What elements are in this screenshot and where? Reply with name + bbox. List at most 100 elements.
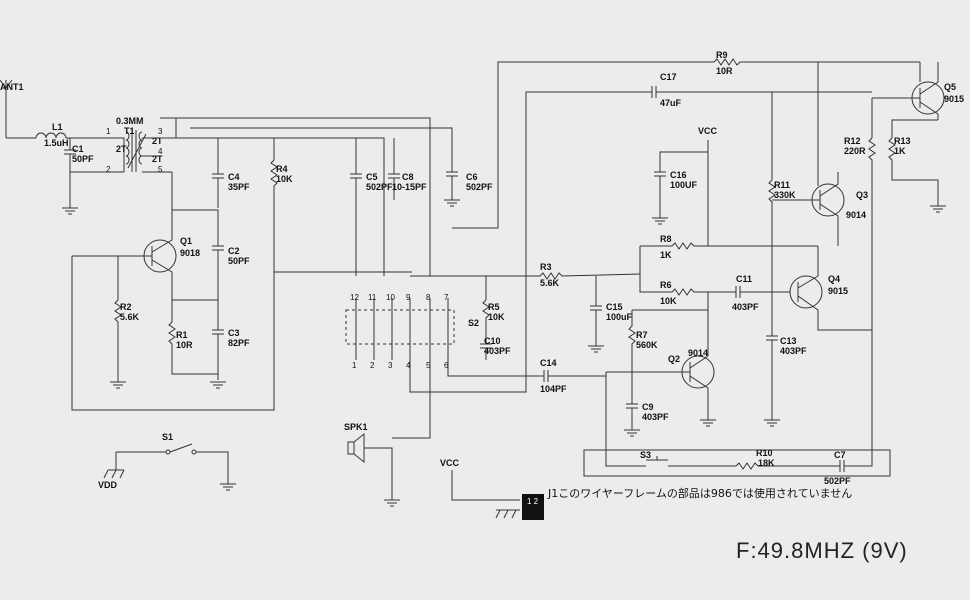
switch-pin-11: 11 <box>368 293 377 302</box>
label-t1-2t-a: 2T <box>116 144 127 154</box>
capacitor-c5 <box>350 173 362 276</box>
transistor-q3 <box>772 172 845 246</box>
label-r13: R13 <box>894 136 911 146</box>
label-q2: Q2 <box>668 354 680 364</box>
switch-s2-block <box>345 298 455 360</box>
label-vdd: VDD <box>98 480 118 490</box>
transistor-q2 <box>606 355 715 420</box>
j1-note: J1このワイヤーフレームの部品は986では使用されていません <box>547 486 852 500</box>
label-c15: C15 <box>606 302 623 312</box>
resistor-r6 <box>639 274 736 296</box>
label-r9-value: 10R <box>716 66 733 76</box>
label-t1-2t-c: 2T <box>152 154 163 164</box>
switch-pin-3: 3 <box>388 361 393 370</box>
capacitor-c17 <box>651 86 872 98</box>
label-c5: C5 <box>366 172 378 182</box>
label-s3: S3 <box>640 450 651 460</box>
label-r5: R5 <box>488 302 500 312</box>
label-c17: C17 <box>660 72 677 82</box>
label-c13-value: 403PF <box>780 346 807 356</box>
inductor-l1 <box>35 132 67 139</box>
label-r6: R6 <box>660 280 672 290</box>
label-r4: R4 <box>276 164 288 174</box>
label-r6-value: 10K <box>660 296 677 306</box>
label-r11: R11 <box>774 180 790 190</box>
label-c15-value: 100uF <box>606 312 633 322</box>
capacitor-c4 <box>212 173 224 208</box>
label-ant: ANT1 <box>0 82 24 92</box>
label-q3-value: 9014 <box>846 210 866 220</box>
label-c16: C16 <box>670 170 687 180</box>
label-q1-value: 9018 <box>180 248 200 258</box>
label-vcc-bottom: VCC <box>440 458 460 468</box>
label-r2-value: 5.6K <box>120 312 140 322</box>
label-q5-value: 9015 <box>944 94 964 104</box>
switch-pin-9: 9 <box>406 293 411 302</box>
label-r4-value: 10K <box>276 174 293 184</box>
label-r9: R9 <box>716 50 728 60</box>
label-c17-value: 47uF <box>660 98 682 108</box>
label-c9: C9 <box>642 402 654 412</box>
label-q2-value: 9014 <box>688 348 708 358</box>
capacitor-c10 <box>480 343 492 360</box>
capacitor-c3 <box>212 329 224 380</box>
antenna-symbol <box>0 79 13 138</box>
resistor-r11 <box>768 179 776 336</box>
transistor-q4 <box>789 246 872 331</box>
label-c5-value: 502PF <box>366 182 393 192</box>
label-q1: Q1 <box>180 236 192 246</box>
label-q4: Q4 <box>828 274 840 284</box>
label-r8-value: 1K <box>660 250 672 260</box>
label-c2: C2 <box>228 246 240 256</box>
t1-pin3: 3 <box>158 127 163 136</box>
capacitor-c15 <box>588 305 604 353</box>
label-spk1: SPK1 <box>344 422 368 432</box>
resistor-r2 <box>110 256 126 389</box>
capacitor-c9 <box>624 372 640 437</box>
label-c6: C6 <box>466 172 478 182</box>
label-q3: Q3 <box>856 190 868 200</box>
resistor-r4 <box>270 159 278 272</box>
switch-pin-2: 2 <box>370 361 375 370</box>
label-c10: C10 <box>484 336 501 346</box>
label-c7-value: 502PF <box>824 476 851 486</box>
label-c7: C7 <box>834 450 846 460</box>
label-c6-value: 502PF <box>466 182 493 192</box>
label-s1: S1 <box>162 432 173 442</box>
label-c1: C1 <box>72 144 84 154</box>
switch-pin-10: 10 <box>386 293 395 302</box>
capacitor-c2 <box>212 245 224 330</box>
transistor-q1 <box>72 210 177 300</box>
label-r5-value: 10K <box>488 312 505 322</box>
label-t1-2t-b: 2T <box>152 136 163 146</box>
label-c4: C4 <box>228 172 240 182</box>
capacitor-c1 <box>64 149 76 172</box>
label-l1-value: 1.5uH <box>44 138 69 148</box>
resistor-r3 <box>526 272 641 280</box>
label-c14-value: 104PF <box>540 384 567 394</box>
label-t1-wire: 0.3MM <box>116 116 144 126</box>
label-c8: C8 <box>402 172 414 182</box>
label-c1-value: 50PF <box>72 154 94 164</box>
switch-pin-1: 1 <box>352 361 357 370</box>
capacitor-c14 <box>532 370 606 382</box>
label-r3: R3 <box>540 262 552 272</box>
label-c8-value: 10-15PF <box>392 182 427 192</box>
capacitor-c6 <box>444 171 460 207</box>
resistor-r5 <box>482 299 490 344</box>
label-q4-value: 9015 <box>828 286 848 296</box>
label-r2: R2 <box>120 302 132 312</box>
switch-pin-8: 8 <box>426 293 431 302</box>
s3-r10-c7-block <box>583 449 891 477</box>
resistor-r1 <box>168 300 218 375</box>
label-c13: C13 <box>780 336 797 346</box>
label-c4-value: 35PF <box>228 182 250 192</box>
label-r3-value: 5.6K <box>540 278 560 288</box>
resistor-r7 <box>628 310 636 372</box>
label-c14: C14 <box>540 358 557 368</box>
label-r13-value: 1K <box>894 146 906 156</box>
label-c11-value: 403PF <box>732 302 759 312</box>
label-t1: T1 <box>124 126 135 136</box>
resistor-r13 <box>888 137 946 213</box>
